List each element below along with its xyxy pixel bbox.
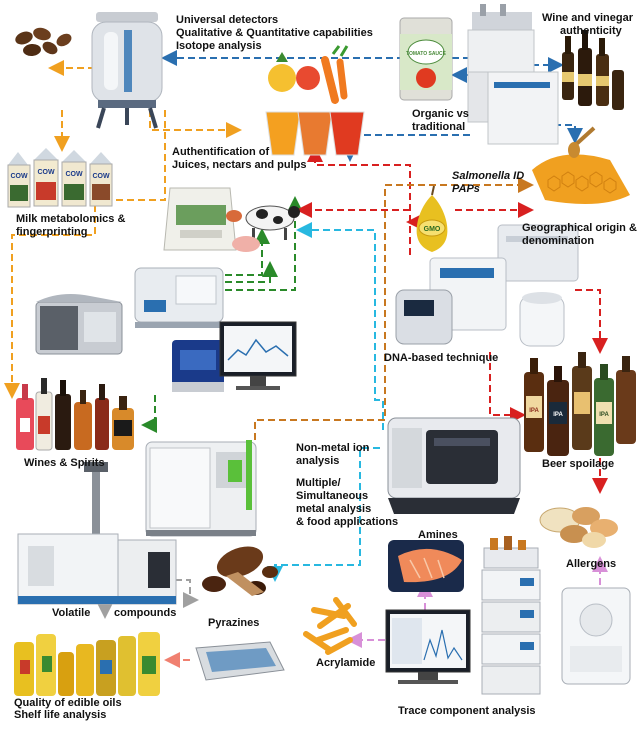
ion-chromatograph-icon — [387, 417, 521, 514]
label-geo-1: Geographical origin & — [522, 222, 637, 234]
connector-ftir-livestock — [225, 261, 278, 283]
label-isotope-analysis: Isotope analysis — [176, 40, 262, 52]
spirits-bottles-icon — [16, 378, 134, 451]
connector-ftir-sack — [225, 228, 270, 276]
label-nonmetal-2: analysis — [296, 455, 340, 467]
label-wines-spirits: Wines & Spirits — [24, 457, 105, 469]
nmr-spectrometer-icon — [91, 12, 163, 129]
fries-icon — [303, 597, 357, 655]
label-amines: Amines — [418, 529, 458, 541]
connector-nmr-spirits — [4, 110, 166, 399]
connector-icp-honey — [254, 177, 534, 440]
label-wine-vinegar-1: Wine and vinegar — [542, 12, 633, 24]
label-pyrazines: Pyrazines — [208, 617, 260, 629]
label-multi-2: Simultaneous — [296, 490, 369, 502]
label-multi-1: Multiple/ — [296, 477, 341, 489]
gmo-badge: GMO — [424, 226, 441, 233]
label-multi-3: metal analysis — [296, 503, 372, 515]
label-oils-1: Quality of edible oils — [14, 697, 122, 709]
gc-irms-instrument-icon — [467, 4, 559, 145]
gc-ms-instrument-icon — [17, 462, 177, 605]
milk-carton-text-2: COW — [37, 169, 55, 176]
milk-carton-text-4: COW — [92, 173, 110, 180]
beer-label-2: IPA — [553, 412, 563, 418]
beer-label-3: IPA — [599, 412, 609, 418]
label-allergens: Allergens — [566, 558, 617, 570]
wine-vinegar-bottles-icon — [562, 30, 624, 110]
chromatography-software-icon — [385, 609, 471, 684]
benchtop-analyzer-icon — [35, 294, 123, 355]
label-organic-2: traditional — [412, 121, 466, 133]
label-compounds: compounds — [114, 607, 177, 619]
connector-ic-livestock — [296, 222, 384, 430]
nuts-icon — [539, 507, 618, 548]
milk-carton-text-3: COW — [65, 171, 83, 178]
label-juices-2: Juices, nectars and pulps — [172, 159, 307, 171]
label-salmonella: Salmonella ID — [452, 170, 525, 182]
label-volatile: Volatile — [52, 607, 91, 619]
label-paps: PAPs — [452, 183, 480, 195]
label-milk-2: fingerprinting — [16, 226, 88, 238]
label-nonmetal-1: Non-metal ion — [296, 442, 370, 454]
connector-dna-beer — [575, 289, 608, 354]
dna-instruments-icon — [395, 224, 579, 347]
salmon-fillet-icon — [388, 540, 464, 592]
label-trace-component: Trace component analysis — [398, 705, 536, 717]
detector-module-icon — [561, 587, 631, 685]
label-qualitative-quantitative: Qualitative & Quantitative capabilities — [176, 27, 373, 39]
label-wine-vinegar-2: authenticity — [560, 25, 622, 37]
label-juices-1: Authentification of — [172, 146, 270, 158]
label-oils-2: Shelf life analysis — [14, 709, 107, 721]
feed-sack-icon — [163, 187, 237, 251]
label-organic-1: Organic vs — [412, 108, 469, 120]
juices-icon — [265, 45, 365, 156]
label-beer-spoilage: Beer spoilage — [542, 458, 615, 470]
connector-dna-juices — [307, 146, 411, 255]
nir-computer-icon — [172, 321, 297, 392]
coffee-beans-icon — [15, 27, 72, 57]
label-milk-1: Milk metabolomics & — [16, 213, 126, 225]
milk-cartons-icon: COW COW COW COW — [7, 148, 113, 208]
connector-gcms-pyrazines — [175, 579, 199, 608]
hplc-system-icon — [481, 536, 541, 695]
beer-bottles-icon: IPA IPA IPA — [524, 352, 636, 456]
connector-ftir-juices — [225, 196, 303, 291]
label-acrylamide: Acrylamide — [316, 657, 376, 669]
livestock-icon — [226, 205, 300, 252]
ftir-spectrometer-icon — [134, 267, 224, 328]
icp-spectrometer-icon — [145, 440, 257, 537]
tomato-can-icon: TOMATO SAUCE — [399, 17, 453, 101]
honey-icon — [532, 126, 630, 204]
connector-nir-spirits — [141, 395, 157, 433]
label-universal-detectors: Universal detectors — [176, 14, 279, 26]
label-dna-technique: DNA-based technique — [384, 352, 499, 364]
connector-nmr-juices — [149, 110, 242, 138]
autosampler-icon — [195, 641, 285, 681]
tomato-can-label: TOMATO SAUCE — [406, 51, 447, 57]
connector-irms-juices — [342, 134, 470, 162]
milk-carton-text-1: COW — [10, 173, 28, 180]
label-multi-4: & food applications — [296, 516, 399, 528]
beer-label-1: IPA — [529, 408, 539, 414]
pear-gmo-icon: GMO — [416, 185, 448, 252]
label-geo-2: denomination — [522, 235, 595, 247]
oil-bottles-icon — [14, 632, 160, 696]
cocoa-icon — [202, 546, 278, 596]
